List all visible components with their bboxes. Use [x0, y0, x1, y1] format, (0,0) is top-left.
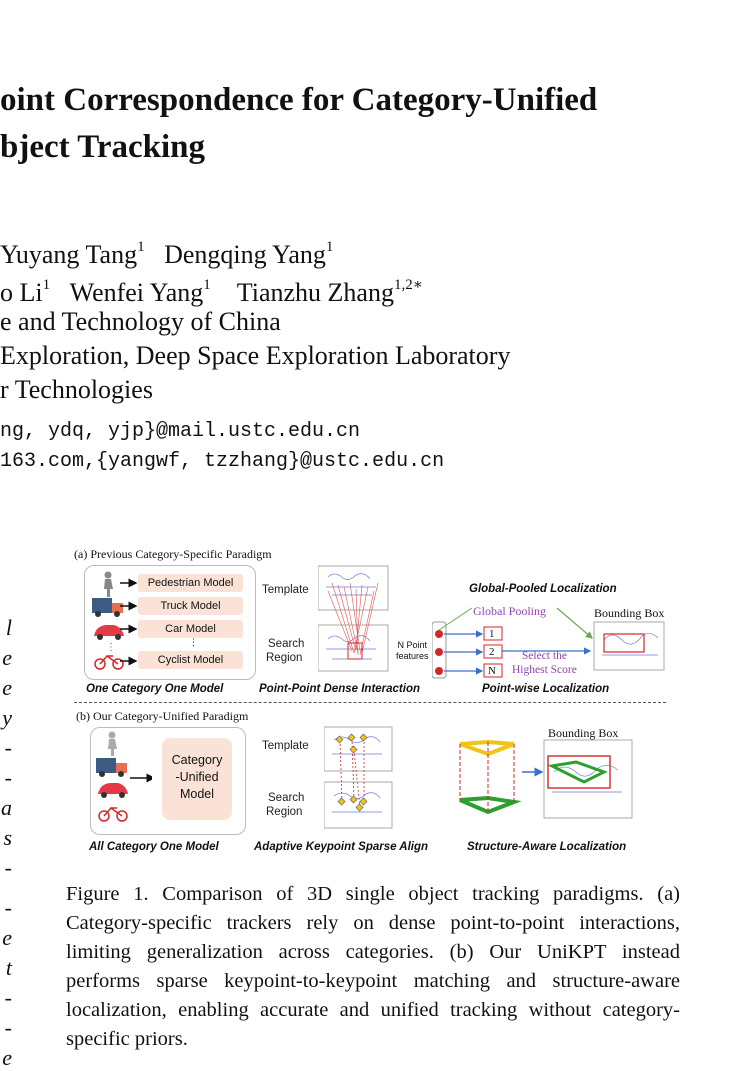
- ellipsis-icon: ⋮: [106, 642, 116, 653]
- truck-model: Truck Model: [138, 597, 243, 615]
- fragment-char: a: [1, 795, 12, 820]
- caption-a-2: Point-Point Dense Interaction: [259, 683, 421, 695]
- truck-icon: [96, 758, 127, 777]
- all-category-box: [90, 727, 246, 835]
- select-line-1: Select the: [521, 650, 567, 662]
- pointwise-localization-graphic: [432, 607, 665, 679]
- author-affil: 1: [137, 239, 145, 255]
- affiliation-3: r Technologies: [0, 375, 153, 404]
- figure-caption: Figure 1. Comparison of 3D single object…: [66, 883, 680, 1050]
- fragment-char: t: [5, 955, 12, 980]
- score-label-1: 1: [489, 628, 495, 640]
- search-label-a-2: Region: [266, 652, 303, 664]
- pedestrian-model: Pedestrian Model: [138, 574, 243, 592]
- fragment-char: y: [2, 705, 12, 730]
- n-point-features-label: N Point features: [396, 640, 429, 662]
- caption-b-3: Structure-Aware Localization: [467, 841, 627, 853]
- author-line-1: Yuyang Tang1 Dengqing Yang1: [0, 232, 333, 270]
- fragment-char: e: [2, 1045, 12, 1070]
- models-ellipsis: ⋮: [189, 637, 198, 647]
- template-label-a: Template: [262, 584, 309, 596]
- author-name: o Li: [0, 278, 43, 307]
- caption-b-1: All Category One Model: [89, 841, 219, 853]
- author-name: Yuyang Tang: [0, 240, 138, 269]
- fragment-char: -: [4, 855, 12, 880]
- author-affil: 1: [325, 239, 334, 255]
- fragment-char: e: [2, 675, 12, 700]
- unified-model-box: Category -Unified Model: [162, 738, 232, 820]
- cyclist-model: Cyclist Model: [138, 651, 243, 669]
- author-affil: 1: [42, 277, 51, 293]
- bounding-box-label-b: Bounding Box: [548, 726, 619, 740]
- n-point-line: N Point: [397, 640, 428, 650]
- search-pointcloud-b: [324, 781, 393, 829]
- affiliation-1: e and Technology of China: [0, 307, 281, 336]
- score-label-2: 2: [489, 646, 495, 658]
- author-affil: 1,2∗: [393, 277, 423, 293]
- search-pointcloud: [318, 624, 389, 672]
- dense-interaction-graphic: [318, 565, 389, 672]
- template-label-b: Template: [262, 740, 309, 752]
- truck-icon: [92, 598, 123, 617]
- feature-point: [435, 667, 443, 675]
- fragment-char: e: [2, 925, 12, 950]
- email-line-2: 163.com,{yangwf, tzzhang}@ustc.edu.cn: [0, 450, 445, 473]
- affiliation-2: Exploration, Deep Space Exploration Labo…: [0, 341, 511, 370]
- car-icon: [94, 625, 124, 640]
- select-line-2: Highest Score: [512, 664, 577, 676]
- icons-a: ⋮: [92, 571, 124, 670]
- paper-title-line-2: bject Tracking: [0, 129, 206, 165]
- caption-a-3: Point-wise Localization: [482, 683, 610, 695]
- car-model: Car Model: [138, 620, 243, 638]
- bounding-box-label-a: Bounding Box: [594, 606, 665, 620]
- author-name: Dengqing Yang: [164, 240, 326, 269]
- template-pointcloud-b: [324, 726, 393, 772]
- search-label-b-1: Search: [268, 792, 305, 804]
- feature-point: [435, 648, 443, 656]
- car-icon: [98, 783, 128, 798]
- email-line-1: ng, ydq, yjp}@mail.ustc.edu.cn: [0, 420, 361, 443]
- fragment-char: e: [2, 645, 12, 670]
- unified-line-3: Model: [179, 787, 215, 801]
- fragment-char: l: [5, 615, 12, 640]
- structure-localization-graphic: [459, 739, 633, 819]
- global-pooled-title: Global-Pooled Localization: [469, 583, 617, 595]
- panel-a-title: (a) Previous Category-Specific Paradigm: [74, 547, 272, 561]
- search-label-b-2: Region: [266, 806, 303, 818]
- bicycle-icon: [94, 654, 124, 670]
- author-name: Wenfei Yang: [69, 278, 204, 307]
- caption-a-1: One Category One Model: [86, 683, 224, 695]
- pedestrian-icon: [104, 571, 113, 597]
- score-label-n: N: [488, 665, 496, 677]
- fragment-char: -: [4, 895, 12, 920]
- author-name: Tianzhu Zhang: [236, 278, 394, 307]
- pedestrian-icon: [108, 731, 117, 756]
- paper-title-line-1: oint Correspondence for Category-Unified: [0, 82, 598, 118]
- bicycle-icon: [98, 806, 128, 822]
- fragment-char: -: [4, 765, 12, 790]
- global-pooling-label: Global Pooling: [473, 604, 547, 618]
- feature-point: [435, 630, 443, 638]
- fragment-char: -: [4, 735, 12, 760]
- category-models-box: [84, 565, 256, 680]
- search-label-a-1: Search: [268, 638, 305, 650]
- author-affil: 1: [203, 277, 211, 293]
- unified-line-2: -Unified: [175, 770, 219, 784]
- keypoint-align-graphic: [324, 726, 393, 829]
- features-line: features: [396, 651, 429, 661]
- icons-b: [96, 731, 152, 822]
- caption-b-2: Adaptive Keypoint Sparse Align: [254, 841, 429, 853]
- unified-line-1: Category: [171, 753, 223, 767]
- model-arrows: [120, 578, 138, 666]
- score-box-1: [483, 626, 503, 641]
- score-box-n: [483, 663, 503, 678]
- fragment-char: -: [4, 985, 12, 1010]
- fragment-char: s: [3, 825, 12, 850]
- bbox-pointcloud-a: [593, 621, 665, 671]
- select-label: Select the Highest Score: [512, 649, 577, 677]
- author-line-2: o Li1 Wenfei Yang1 Tianzhu Zhang1,2∗: [0, 270, 423, 308]
- fragment-char: -: [4, 1015, 12, 1040]
- panel-b-title: (b) Our Category-Unified Paradigm: [76, 709, 249, 723]
- panel-separator: [74, 702, 666, 703]
